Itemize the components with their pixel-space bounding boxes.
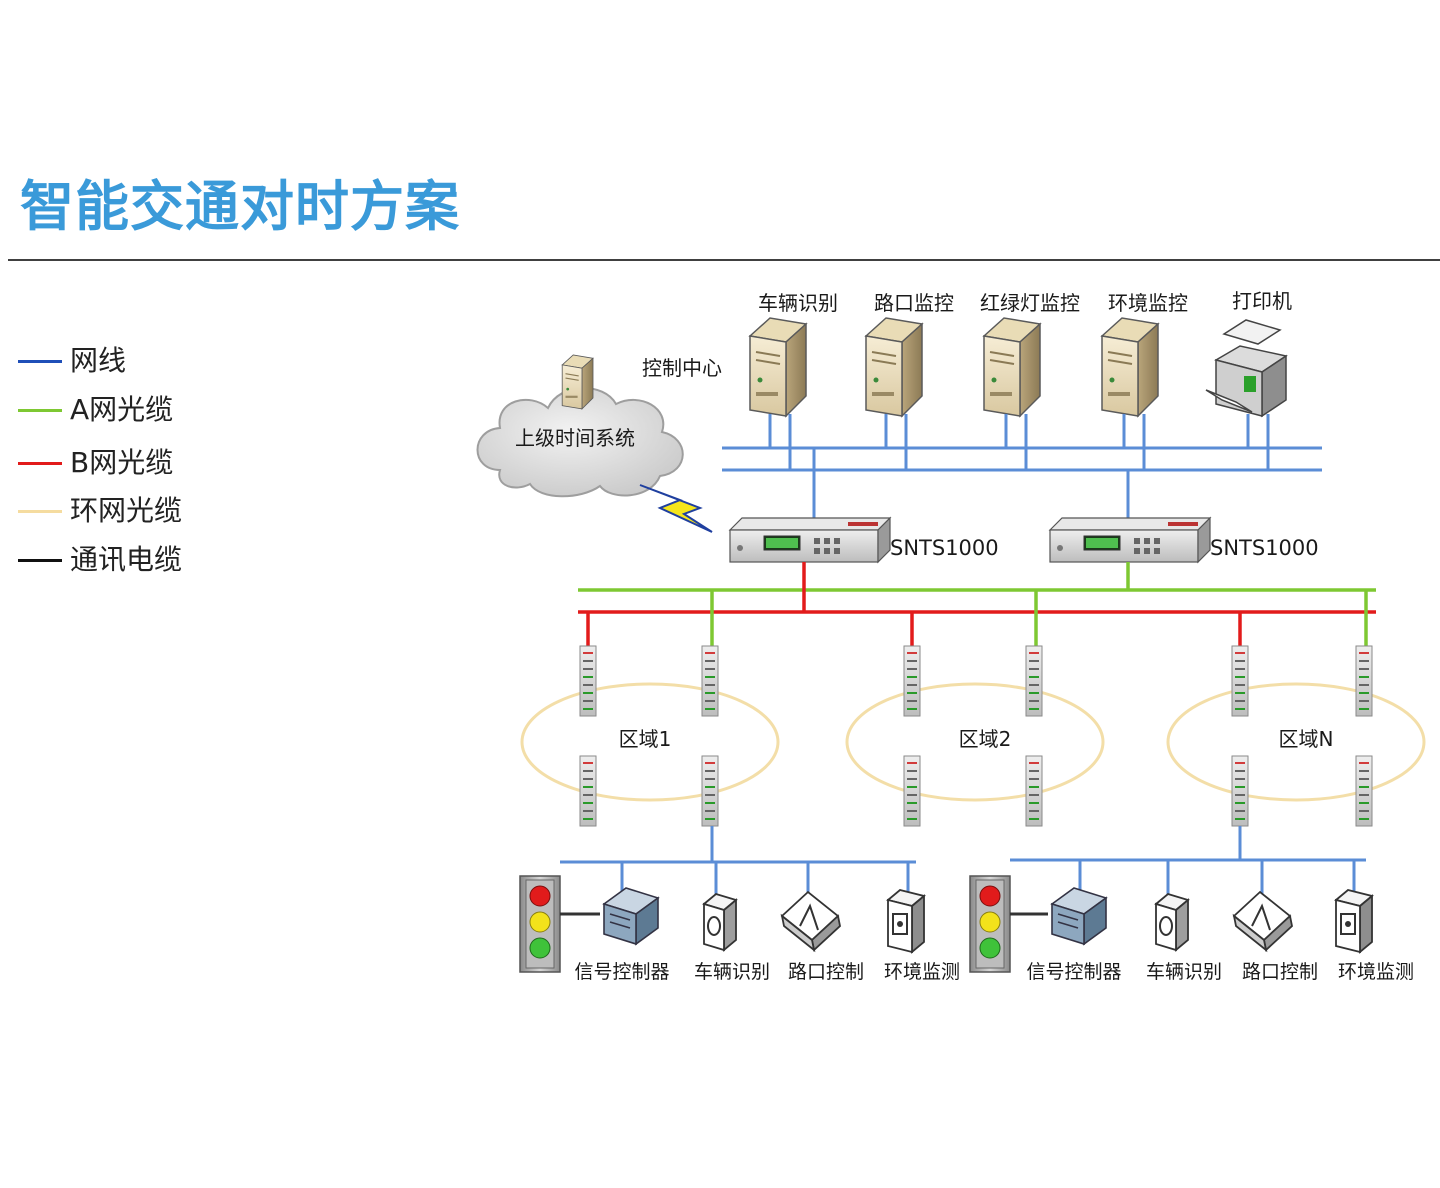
field-group-1: 信号控制器 车辆识别 路口控制 环境监测 xyxy=(519,875,960,983)
device-label-vehicle-recognition: 车辆识别 xyxy=(694,961,770,983)
fiber-backbone xyxy=(578,562,1376,646)
legend-item-fiber-b: B网光缆 xyxy=(18,443,278,483)
vehicle-sensor-icon xyxy=(1155,893,1189,951)
server-icon xyxy=(749,317,807,417)
legend-item-comm-cable: 通讯电缆 xyxy=(18,540,278,580)
region-label: 区域N xyxy=(1279,727,1334,751)
time-server-label: SNTS1000 xyxy=(890,536,999,560)
servers: 车辆识别 路口监控 红绿灯监控 环境监控 打印机 xyxy=(749,289,1292,418)
server-label-vehicle-recognition: 车辆识别 xyxy=(758,291,838,315)
environment-sensor-icon xyxy=(1335,889,1373,953)
legend-item-ring-fiber: 环网光缆 xyxy=(18,491,278,531)
device-label-intersection-control: 路口控制 xyxy=(788,961,864,983)
legend-item-fiber-a: A网光缆 xyxy=(18,390,278,430)
regions: 区域1 区域2 区域N xyxy=(520,645,1426,827)
device-label-environment-monitoring: 环境监测 xyxy=(1338,961,1414,983)
region-label: 区域2 xyxy=(959,727,1012,751)
legend-label: 环网光缆 xyxy=(70,494,183,527)
time-server-label: SNTS1000 xyxy=(1210,536,1319,560)
signal-controller-icon xyxy=(603,887,659,945)
signal-controller-icon xyxy=(1051,887,1107,945)
intersection-camera-icon xyxy=(1233,891,1293,951)
ring-fiber xyxy=(845,682,1105,802)
time-server-rack-icon xyxy=(1049,517,1211,563)
server-label-environment-monitoring: 环境监控 xyxy=(1108,291,1188,315)
fiber-switch-icon xyxy=(903,645,921,717)
legend-swatch xyxy=(18,510,62,513)
fiber-switch-icon xyxy=(701,755,719,827)
legend-label: 网线 xyxy=(70,344,127,377)
upstream-label: 上级时间系统 xyxy=(515,426,635,450)
traffic-light-icon xyxy=(969,875,1011,973)
ring-fiber xyxy=(520,682,780,802)
environment-sensor-icon xyxy=(887,889,925,953)
cloud-icon xyxy=(476,387,684,498)
intersection-camera-icon xyxy=(781,891,841,951)
fiber-switch-icon xyxy=(579,755,597,827)
legend-label: A网光缆 xyxy=(70,393,174,426)
legend-swatch xyxy=(18,409,62,412)
server-icon xyxy=(865,317,923,417)
fiber-switch-icon xyxy=(1025,755,1043,827)
legend-swatch xyxy=(18,360,62,363)
field-network xyxy=(560,826,1366,894)
time-servers: SNTS1000 SNTS1000 xyxy=(729,517,1319,563)
lightning-icon xyxy=(639,484,713,533)
device-label-signal-controller: 信号控制器 xyxy=(1026,961,1121,983)
fiber-switch-icon xyxy=(903,755,921,827)
region-label: 区域1 xyxy=(619,727,672,751)
page-title: 智能交通对时方案 xyxy=(20,175,460,238)
ring-fiber xyxy=(1166,682,1426,802)
fiber-switch-icon xyxy=(579,645,597,717)
device-label-signal-controller: 信号控制器 xyxy=(574,961,669,983)
title-divider xyxy=(8,259,1440,261)
vehicle-sensor-icon xyxy=(703,893,737,951)
device-label-environment-monitoring: 环境监测 xyxy=(884,961,960,983)
server-icon xyxy=(983,317,1041,417)
field-group-2: 信号控制器 车辆识别 路口控制 环境监测 xyxy=(969,875,1414,983)
server-label-traffic-light-monitoring: 红绿灯监控 xyxy=(980,291,1080,315)
upstream-time-system: 上级时间系统 xyxy=(476,354,713,533)
server-icon xyxy=(1101,317,1159,417)
legend-swatch xyxy=(18,559,62,562)
traffic-light-icon xyxy=(519,875,561,973)
legend-label: 通讯电缆 xyxy=(70,543,183,576)
printer-label: 打印机 xyxy=(1232,289,1292,313)
legend-swatch xyxy=(18,462,62,465)
network-cables xyxy=(722,414,1322,520)
fiber-switch-icon xyxy=(701,645,719,717)
device-label-vehicle-recognition: 车辆识别 xyxy=(1146,961,1222,983)
fiber-switch-icon xyxy=(1355,645,1373,717)
fiber-switch-icon xyxy=(1231,755,1249,827)
legend-label: B网光缆 xyxy=(70,446,174,479)
fiber-switch-icon xyxy=(1355,755,1373,827)
device-label-intersection-control: 路口控制 xyxy=(1242,961,1318,983)
server-label-intersection-monitoring: 路口监控 xyxy=(874,291,954,315)
time-server-rack-icon xyxy=(729,517,891,563)
control-center-label: 控制中心 xyxy=(642,356,722,380)
printer-icon xyxy=(1205,319,1288,418)
legend-item-network-cable: 网线 xyxy=(18,341,278,381)
fiber-switch-icon xyxy=(1025,645,1043,717)
fiber-switch-icon xyxy=(1231,645,1249,717)
server-icon xyxy=(561,354,594,410)
